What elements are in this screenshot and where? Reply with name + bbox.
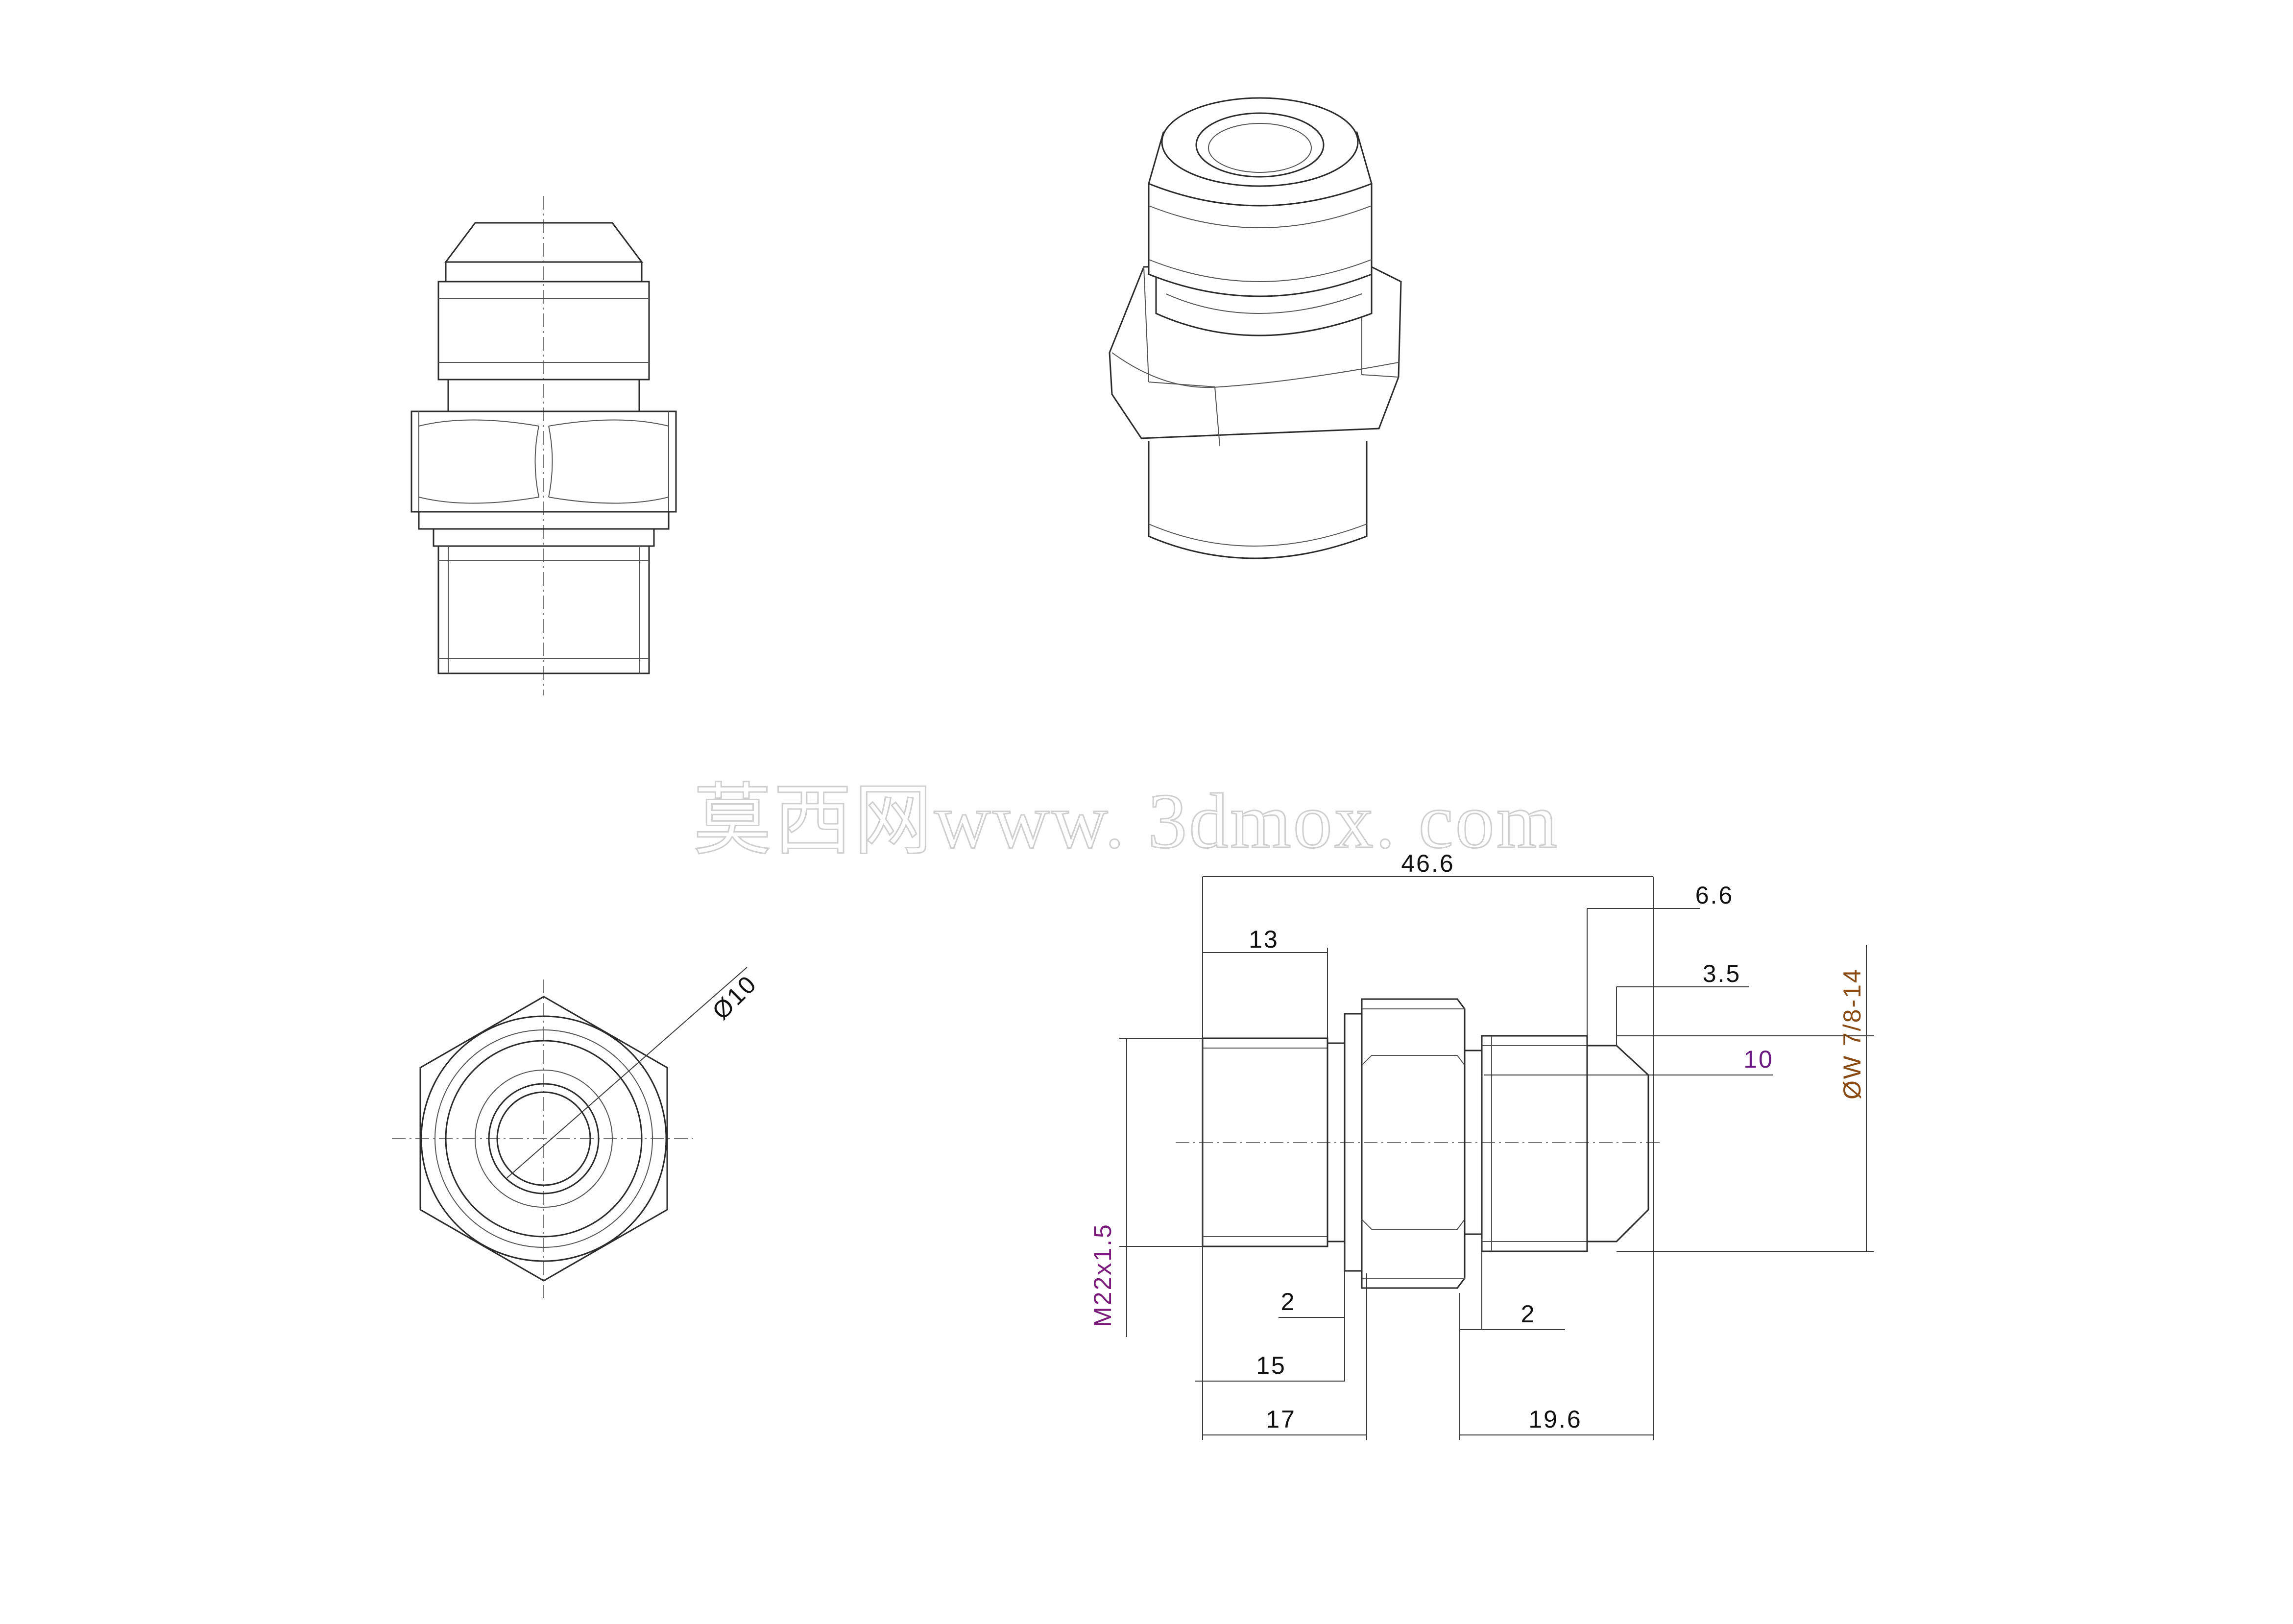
- side-view: [1176, 998, 1661, 1289]
- end-view: [392, 967, 748, 1298]
- collar-position-label: 15: [1256, 1352, 1286, 1379]
- right-body-length-label: 19.6: [1528, 1406, 1582, 1433]
- unified-thread-label: ØW 7/8-14: [1838, 968, 1866, 1099]
- hex-position-label: 17: [1266, 1406, 1296, 1433]
- end-bore-diameter-label: Ø10: [707, 970, 762, 1025]
- isometric-view: [1109, 97, 1402, 559]
- right-groove-width-label: 2: [1521, 1300, 1536, 1328]
- taper-length-label: 3.5: [1703, 960, 1741, 987]
- watermark-text: 莫西网www. 3dmox. com: [693, 777, 1559, 864]
- dimension-lines: [1119, 876, 1874, 1440]
- front-view: [410, 196, 677, 695]
- nose-length-label: 6.6: [1695, 882, 1734, 909]
- left-groove-width-label: 2: [1281, 1288, 1296, 1315]
- overall-length-label: 46.6: [1401, 850, 1454, 877]
- bore-diameter-label: 10: [1743, 1046, 1774, 1073]
- metric-thread-label: M22x1.5: [1089, 1223, 1116, 1327]
- left-body-length-label: 13: [1249, 926, 1279, 953]
